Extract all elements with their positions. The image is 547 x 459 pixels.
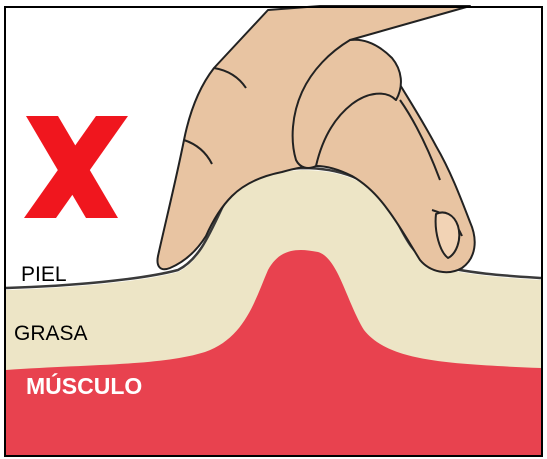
- skin-label: PIEL: [21, 264, 67, 285]
- fat-label: GRASA: [14, 323, 88, 344]
- muscle-label: MÚSCULO: [26, 375, 142, 398]
